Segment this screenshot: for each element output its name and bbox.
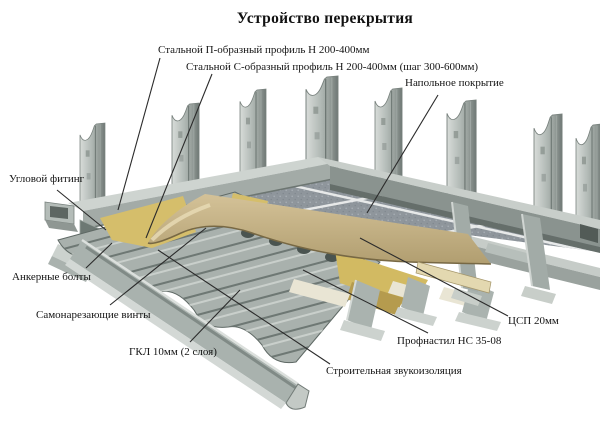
stud-icon bbox=[374, 87, 403, 179]
label-corner-fitting: Угловой фитинг bbox=[9, 173, 85, 185]
csp-board-sheet bbox=[147, 194, 492, 294]
csp-board-edge bbox=[415, 261, 492, 294]
stud-icon bbox=[575, 123, 600, 223]
page-title: Устройство перекрытия bbox=[236, 10, 414, 27]
stud-icon bbox=[79, 122, 106, 206]
label-self-tapping-screws: Самонарезающие винты bbox=[36, 309, 151, 321]
gkl-board-strip bbox=[289, 279, 350, 307]
label-steel-u-profile: Стальной П-образный профиль Н 200-400мм bbox=[158, 44, 370, 56]
joist-end bbox=[340, 279, 385, 341]
label-steel-c-profile: Стальной С-образный профиль Н 200-400мм … bbox=[186, 61, 479, 73]
stud-icon bbox=[533, 113, 563, 213]
label-gkl-board: ГКЛ 10мм (2 слоя) bbox=[129, 346, 217, 358]
stud-icon bbox=[446, 99, 477, 194]
label-csp-board: ЦСП 20мм bbox=[508, 315, 559, 327]
label-sound-insulation: Строительная звукоизоляция bbox=[326, 365, 462, 377]
leader-lines bbox=[56, 57, 509, 365]
stud-icon bbox=[239, 88, 267, 176]
label-anchor-bolts: Анкерные болты bbox=[12, 271, 91, 283]
label-floor-covering: Напольное покрытие bbox=[405, 77, 504, 89]
beam-end-section bbox=[580, 224, 598, 243]
joist-end bbox=[394, 277, 437, 326]
label-profiled-sheet: Профнастил НС 35-08 bbox=[397, 335, 502, 347]
stud-icon bbox=[305, 75, 339, 169]
